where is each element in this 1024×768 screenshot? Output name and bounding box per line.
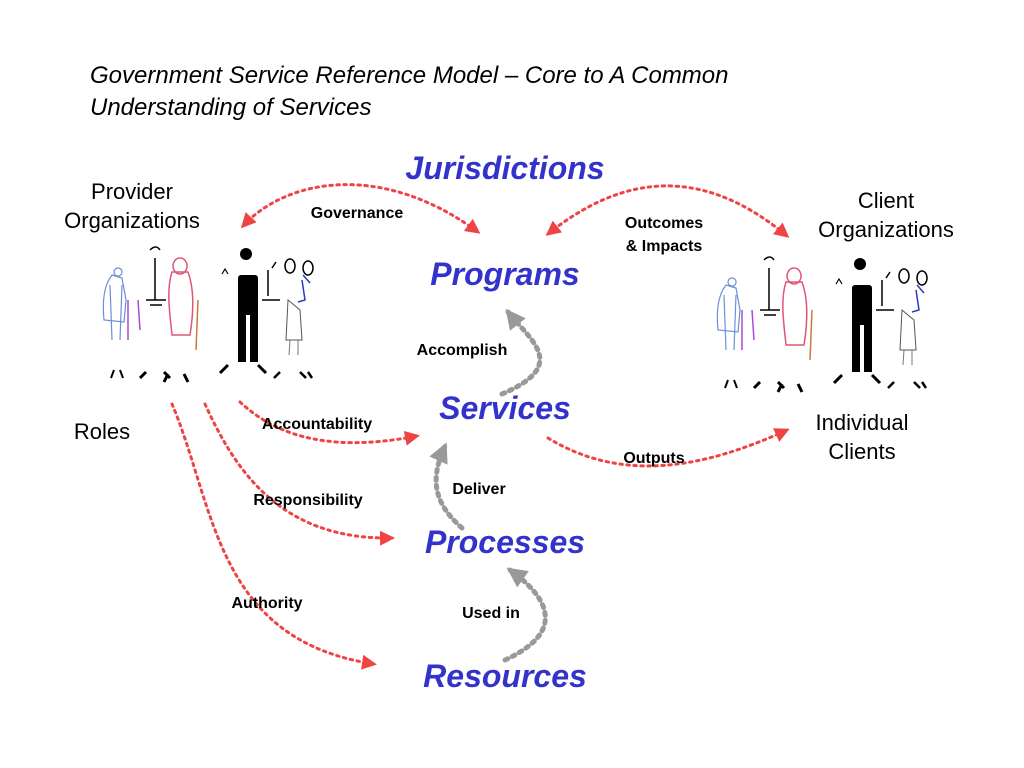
- authority-label: Authority: [231, 595, 303, 612]
- provider-people-group-icon: [102, 246, 314, 383]
- responsibility-arrow: [203, 402, 395, 546]
- outputs-arrow: [546, 428, 790, 468]
- outcomes-label-line-2: & Impacts: [625, 238, 703, 255]
- node-resources: Resources: [423, 658, 587, 694]
- client-organizations-label: Client Organizations: [818, 186, 954, 244]
- node-processes: Processes: [424, 524, 586, 560]
- client-label-line-2: Organizations: [818, 217, 954, 242]
- client-people-group-icon: [716, 256, 928, 393]
- outcomes-label-line-1: Outcomes: [624, 215, 704, 232]
- deliver-arrow: [429, 442, 465, 531]
- authority-arrow: [170, 402, 377, 670]
- governance-arrow: [240, 183, 481, 234]
- node-programs: Programs: [430, 256, 580, 292]
- client-label-line-1: Client: [857, 188, 915, 213]
- accomplish-arrow: [499, 308, 543, 397]
- used-in-label: Used in: [462, 605, 520, 622]
- slide-title-line-1: Government Service Reference Model – Cor…: [90, 62, 729, 89]
- slide-title-line-2: Understanding of Services: [90, 94, 372, 121]
- governance-label: Governance: [310, 205, 404, 222]
- node-jurisdictions: Jurisdictions: [405, 150, 605, 186]
- provider-organizations-label: Provider Organizations: [64, 177, 200, 235]
- deliver-label: Deliver: [452, 481, 506, 498]
- individual-label-line-2: Clients: [828, 439, 896, 464]
- accountability-arrow: [238, 400, 420, 446]
- provider-label-line-1: Provider: [91, 179, 173, 204]
- individual-label-line-1: Individual: [815, 410, 909, 435]
- accountability-label: Accountability: [261, 416, 373, 433]
- responsibility-label: Responsibility: [253, 492, 363, 509]
- outcomes-impacts-label: Outcomes & Impacts: [625, 212, 703, 258]
- slide-title: Government Service Reference Model – Cor…: [90, 60, 950, 124]
- node-services: Services: [439, 390, 571, 426]
- used-in-arrow: [502, 567, 548, 663]
- individual-clients-label: Individual Clients: [816, 408, 909, 466]
- provider-label-line-2: Organizations: [64, 208, 200, 233]
- outcomes-impacts-arrow: [545, 184, 790, 238]
- outputs-label: Outputs: [623, 450, 685, 467]
- accomplish-label: Accomplish: [416, 342, 508, 359]
- roles-label: Roles: [73, 419, 131, 444]
